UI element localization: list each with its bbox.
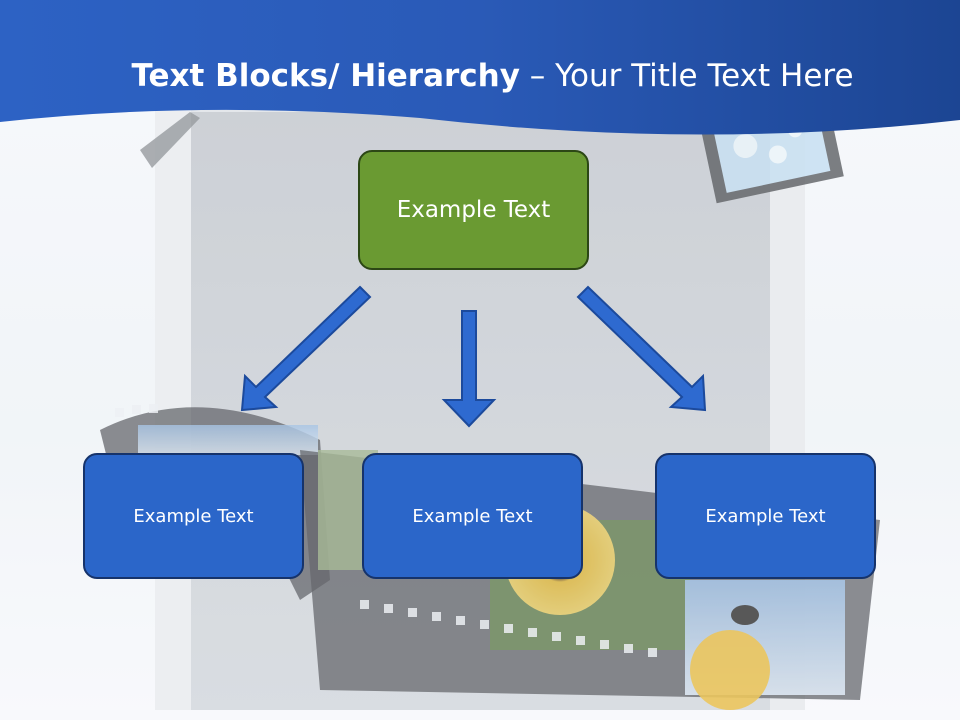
child-node-right-label: Example Text: [705, 505, 826, 527]
child-node-center-label: Example Text: [412, 505, 533, 527]
top-node[interactable]: Example Text: [358, 150, 589, 270]
child-node-left-label: Example Text: [133, 505, 254, 527]
child-node-center[interactable]: Example Text: [362, 453, 583, 579]
child-node-left[interactable]: Example Text: [83, 453, 304, 579]
slide-title: Text Blocks/ Hierarchy – Your Title Text…: [0, 56, 960, 96]
child-node-right[interactable]: Example Text: [655, 453, 876, 579]
title-bold: Text Blocks/ Hierarchy: [131, 58, 520, 94]
header-wave: [0, 0, 960, 135]
top-node-label: Example Text: [396, 197, 551, 223]
title-regular: – Your Title Text Here: [519, 58, 854, 94]
